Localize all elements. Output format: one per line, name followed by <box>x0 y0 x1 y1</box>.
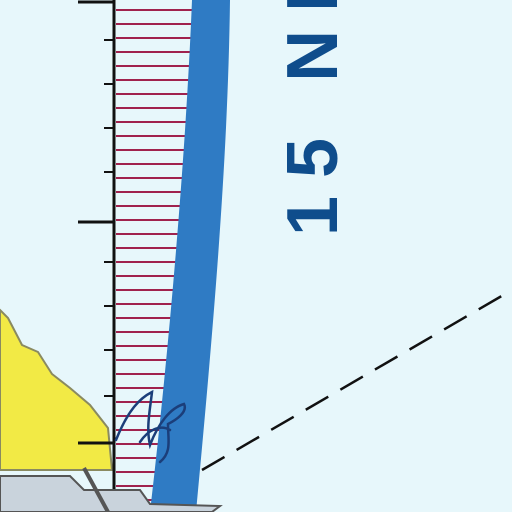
runway-structure <box>0 475 223 512</box>
range-ring-label: 15 NM <box>273 0 353 236</box>
bird-sanctuary-icon <box>114 389 187 464</box>
land-area <box>0 308 114 471</box>
range-ring-band <box>150 0 230 512</box>
dashed-course-line <box>201 288 512 472</box>
runway-edge <box>82 467 110 512</box>
